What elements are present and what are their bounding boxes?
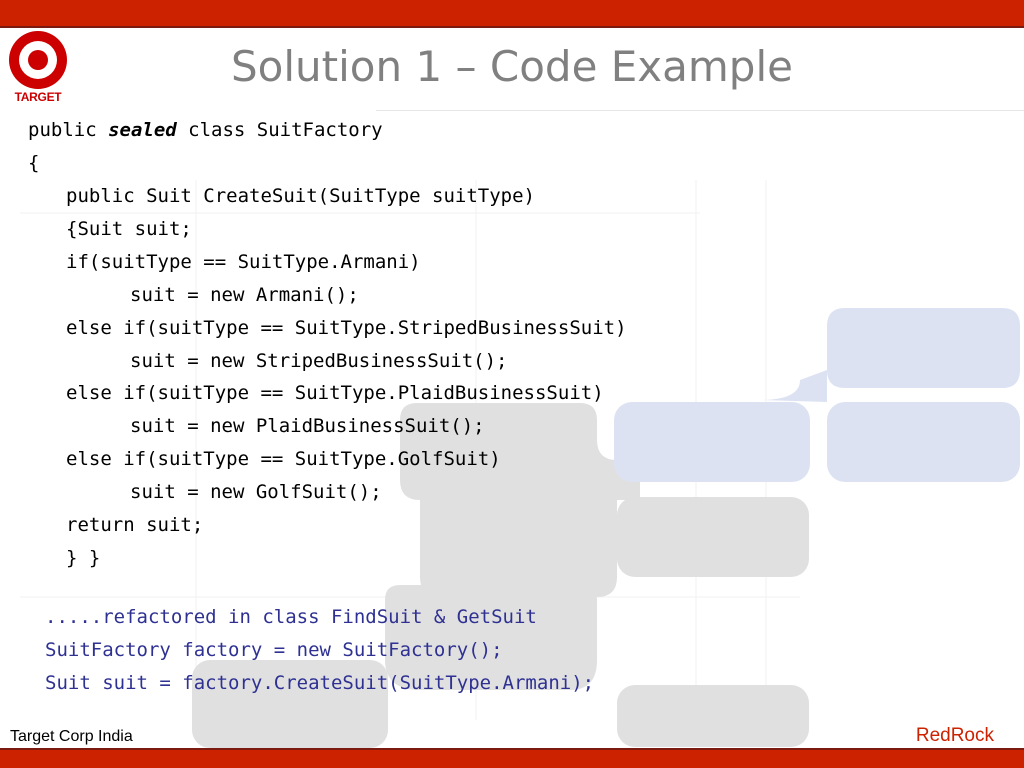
footer-project: RedRock: [915, 725, 994, 746]
usage-line: SuitFactory factory = new SuitFactory();: [45, 639, 503, 661]
code-line: return suit;: [66, 514, 204, 536]
code-line: } }: [66, 547, 101, 569]
usage-line: .....refactored in class FindSuit & GetS…: [45, 606, 537, 628]
code-line: else if(suitType == SuitType.GolfSuit): [66, 448, 501, 470]
top-bar-edge: [0, 26, 1024, 28]
target-logo: TARGET: [6, 30, 70, 106]
usage-line: Suit suit = factory.CreateSuit(SuitType.…: [45, 672, 595, 694]
code-line: public Suit CreateSuit(SuitType suitType…: [66, 185, 535, 207]
bottom-brand-bar: [0, 750, 1024, 768]
code-line: if(suitType == SuitType.Armani): [66, 251, 421, 273]
code-keyword-sealed: sealed: [108, 119, 177, 141]
target-bullseye-icon: [9, 31, 67, 89]
slide-title: Solution 1 – Code Example: [231, 42, 793, 91]
code-text: class SuitFactory: [176, 119, 383, 141]
code-line: {: [28, 152, 40, 174]
code-text: public: [28, 119, 109, 141]
code-line: else if(suitType == SuitType.PlaidBusine…: [66, 382, 604, 404]
code-line: else if(suitType == SuitType.StripedBusi…: [66, 317, 627, 339]
bottom-bar-edge: [0, 748, 1024, 750]
code-line: suit = new GolfSuit();: [130, 481, 382, 503]
code-line: {Suit suit;: [66, 218, 192, 240]
title-divider: [376, 110, 1024, 111]
code-line: suit = new StripedBusinessSuit();: [130, 350, 508, 372]
top-brand-bar: [0, 0, 1024, 26]
code-line: suit = new PlaidBusinessSuit();: [130, 415, 485, 437]
logo-wordmark: TARGET: [14, 90, 62, 104]
code-line: public sealed class SuitFactory: [28, 118, 383, 142]
footer-company: Target Corp India: [10, 728, 133, 745]
code-line: suit = new Armani();: [130, 284, 359, 306]
